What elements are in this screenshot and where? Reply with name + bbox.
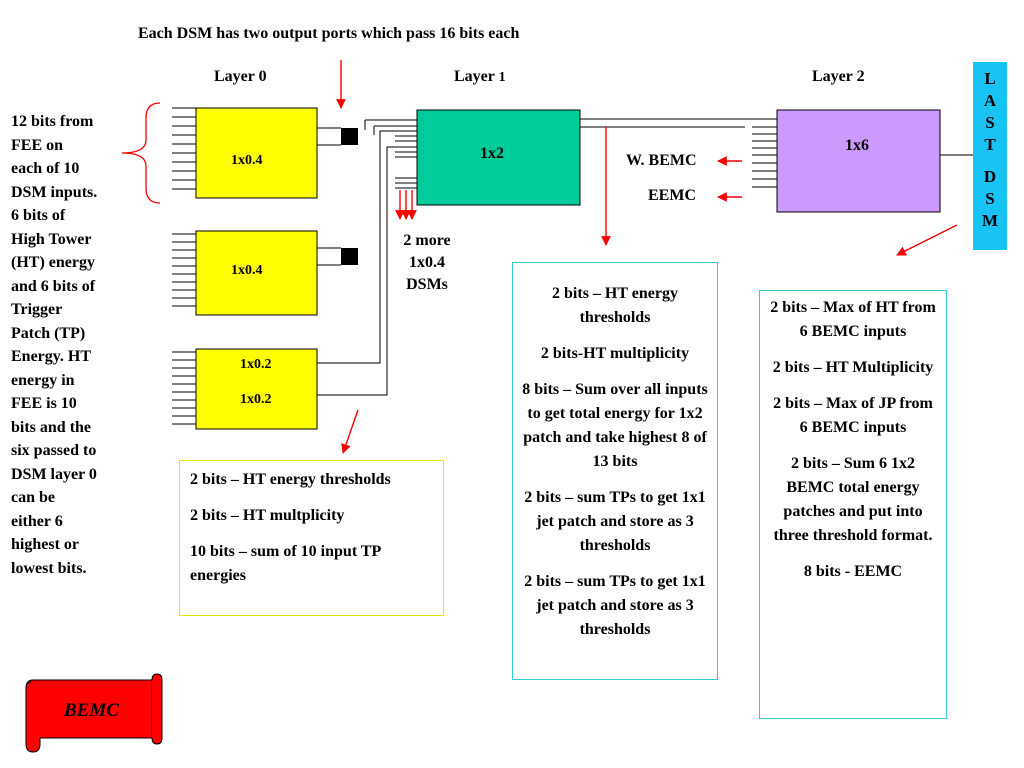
dsm-layer0-box-3-label-bottom: 1x0.2: [240, 392, 272, 407]
red-arrows: [336, 60, 958, 454]
layer0-bits-box: 2 bits – HT energy thresholds 2 bits – H…: [179, 460, 444, 616]
dsm-layer0-box-3-label-top: 1x0.2: [240, 357, 272, 372]
box3-input-lines: [172, 351, 196, 425]
dsm-layer1-box-label: 1x2: [480, 145, 504, 162]
layer2-bits-box: 2 bits – Max of HT from 6 BEMC inputs 2 …: [759, 290, 947, 719]
layer0-output-lines: [317, 119, 417, 396]
bemc-banner-label: BEMC: [64, 700, 119, 721]
layer1-output-lines: [479, 118, 760, 206]
dsm-layer0-box-1-label: 1x0.4: [231, 153, 263, 168]
box1-input-lines: [172, 107, 196, 190]
layer-1-heading: Layer 1: [454, 68, 506, 85]
input-brace: [121, 102, 161, 204]
output-port-square-1: [341, 128, 358, 145]
layer1-input-lines: [395, 135, 417, 189]
bemc-banner: [25, 673, 163, 753]
layer-2-heading: Layer 2: [812, 68, 865, 85]
dsm-layer0-box-1: [195, 107, 318, 199]
diagram-title: Each DSM has two output ports which pass…: [138, 25, 520, 42]
dsm-layer0-box-3: [195, 348, 318, 430]
dsm-layer0-box-2-label: 1x0.4: [231, 263, 263, 278]
layer1-bits-box: 2 bits – HT energy thresholds 2 bits-HT …: [512, 262, 718, 680]
dsm-layer1-box: [416, 109, 581, 206]
dsm-layer0-box-2: [195, 230, 318, 316]
box2-input-lines: [172, 233, 196, 307]
output-port-square-2: [341, 248, 358, 265]
eemc-output-label: EEMC: [648, 187, 696, 204]
layer2-input-lines: [752, 118, 777, 188]
dsm-layer2-box: [776, 109, 941, 213]
layer-0-heading: Layer 0: [214, 68, 267, 85]
wbemc-output-label: W. BEMC: [626, 152, 697, 169]
dsm-layer2-box-label: 1x6: [845, 137, 869, 154]
